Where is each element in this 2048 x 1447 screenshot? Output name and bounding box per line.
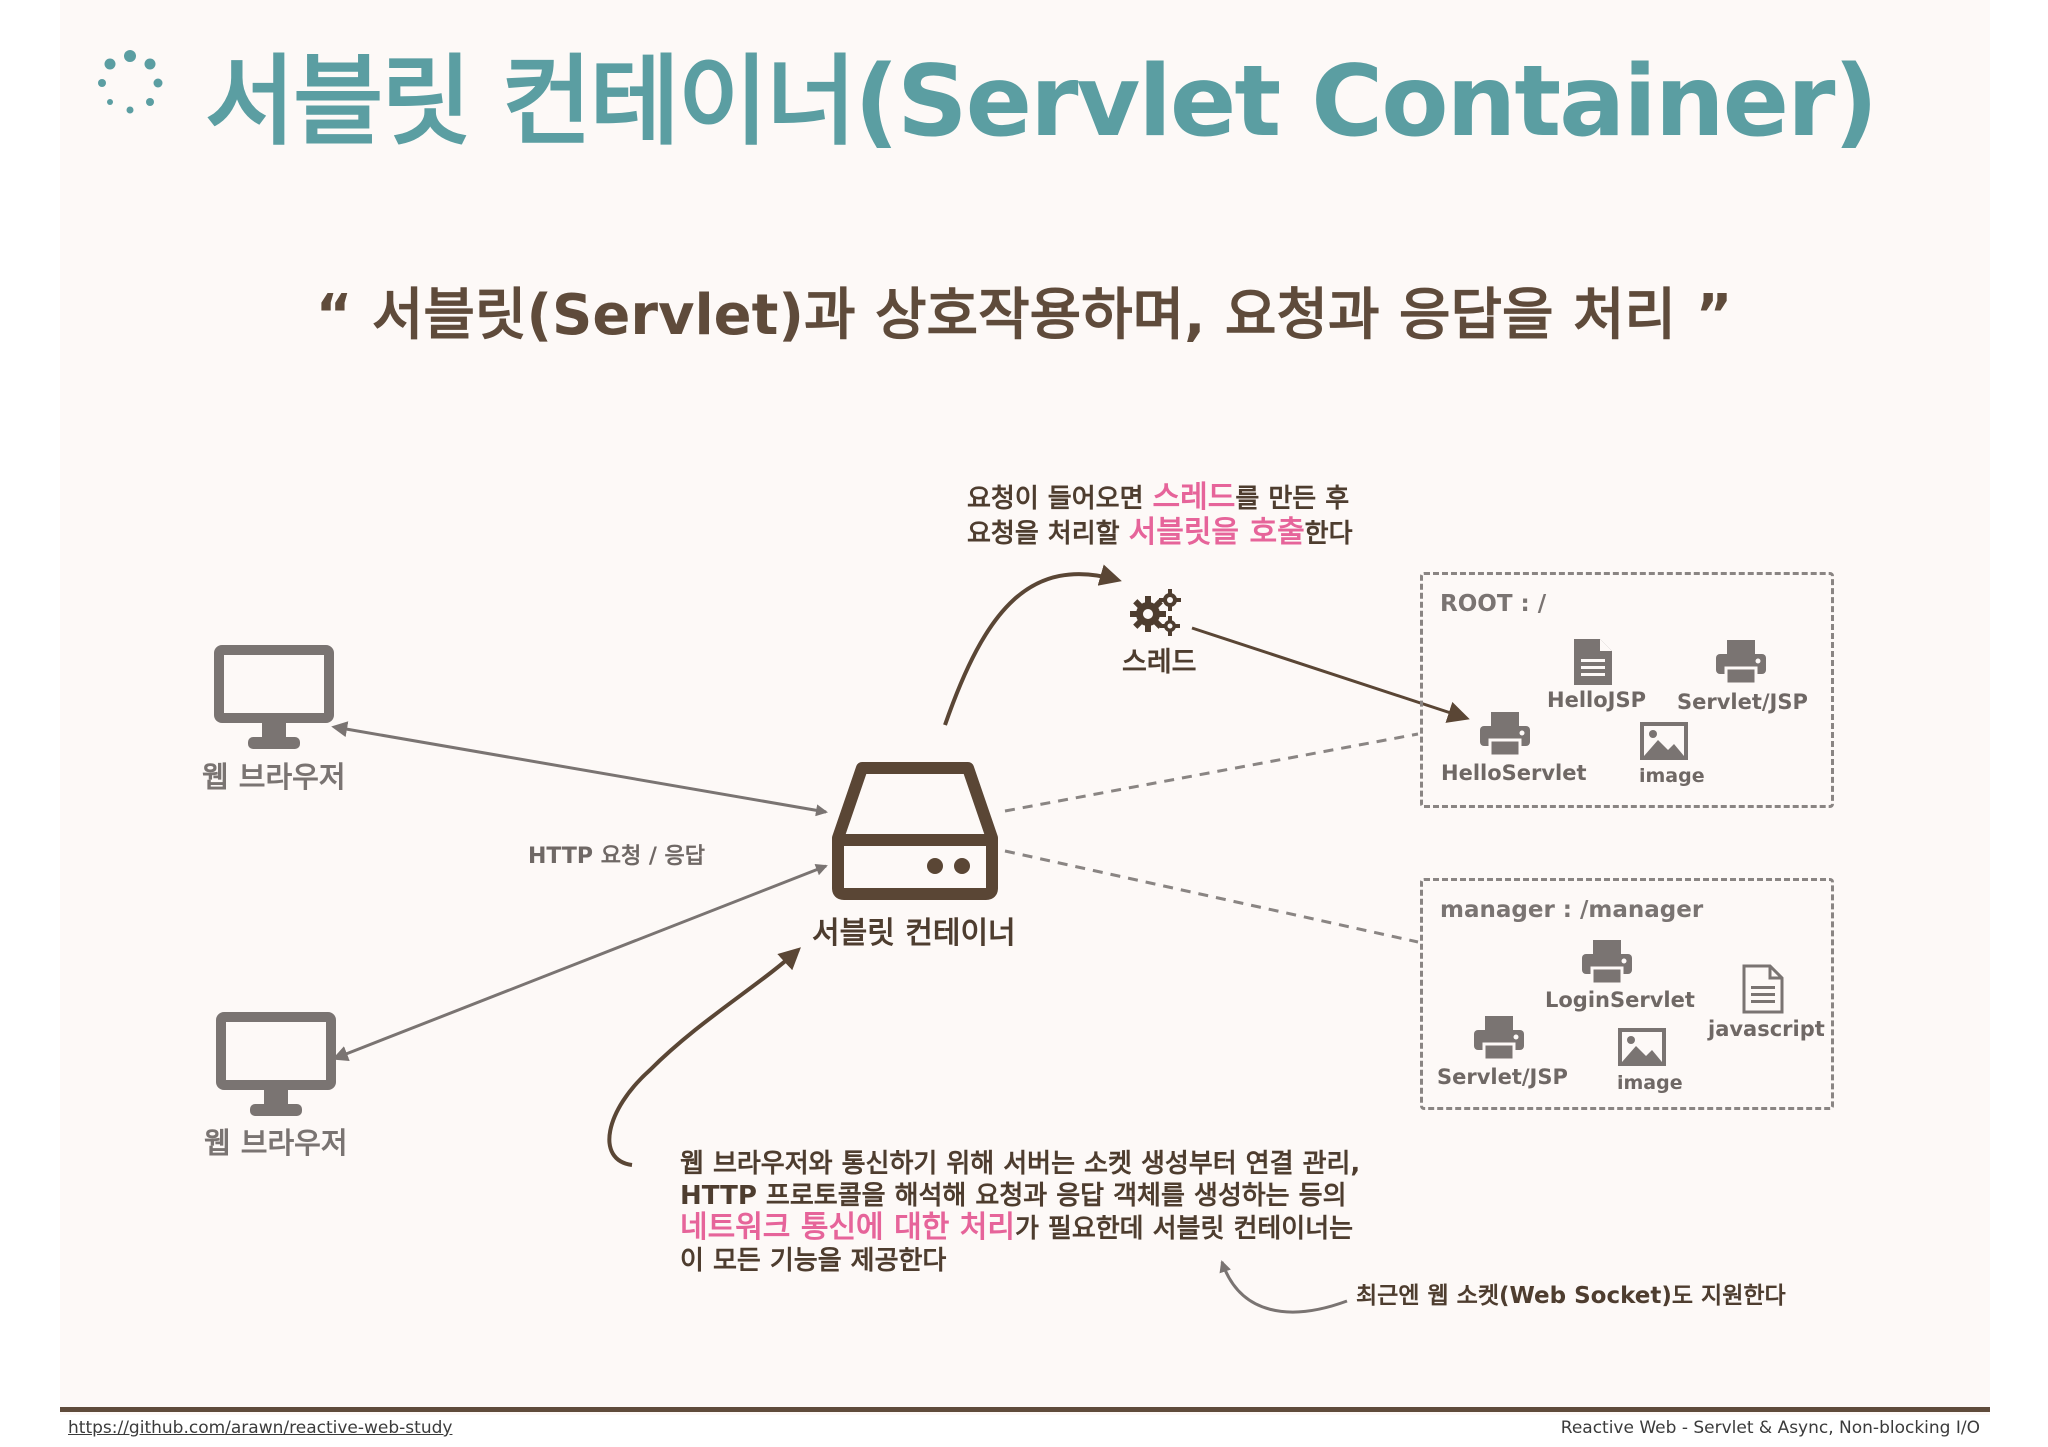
- document-icon: [1574, 639, 1612, 685]
- http-label: HTTP 요청 / 응답: [528, 844, 706, 869]
- manager-item-javascript: javascript: [1708, 1017, 1825, 1041]
- dots-circle-icon: [98, 50, 163, 114]
- image-icon: [1618, 1028, 1666, 1066]
- document-icon: [1742, 964, 1784, 1014]
- quote-text: “ 서블릿(Servlet)과 상호작용하며, 요청과 응답을 처리 ”: [315, 283, 1733, 348]
- manager-context-title: manager : /manager: [1440, 897, 1704, 923]
- browser-label-1: 웹 브라우저: [202, 760, 346, 794]
- manager-context-box: [1420, 878, 1834, 1110]
- root-item-helloservlet: HelloServlet: [1441, 761, 1587, 785]
- printer-icon: [1480, 712, 1530, 758]
- dashed-manager: [1004, 849, 1419, 944]
- websocket-note: 최근엔 웹 소켓(Web Socket)도 지원한다: [1356, 1283, 1786, 1309]
- monitor-icon: [214, 645, 334, 749]
- gears-icon: [1130, 589, 1181, 636]
- manager-item-loginservlet: LoginServlet: [1545, 988, 1695, 1012]
- root-context-title: ROOT : /: [1440, 591, 1547, 617]
- dashed-root: [1004, 732, 1419, 813]
- printer-icon: [1716, 640, 1766, 686]
- root-item-servlet-jsp: Servlet/JSP: [1677, 690, 1808, 714]
- footer-divider: [60, 1407, 1990, 1412]
- slide-background: [60, 0, 1990, 1415]
- root-item-image: image: [1639, 765, 1705, 787]
- root-context-box: [1420, 572, 1834, 808]
- manager-item-servlet-jsp: Servlet/JSP: [1437, 1065, 1568, 1089]
- browser-label-2: 웹 브라우저: [204, 1126, 348, 1160]
- network-note: 웹 브라우저와 통신하기 위해 서버는 소켓 생성부터 연결 관리, HTTP …: [680, 1149, 1361, 1276]
- container-label: 서블릿 컨테이너: [812, 916, 1016, 951]
- server-icon: [832, 762, 998, 900]
- root-item-hellojsp: HelloJSP: [1547, 688, 1646, 712]
- http-arrow-2: [332, 864, 828, 1062]
- page-title: 서블릿 컨테이너(Servlet Container): [205, 45, 1878, 159]
- monitor-icon: [216, 1012, 336, 1116]
- network-arrow: [607, 947, 801, 1167]
- printer-icon: [1474, 1016, 1524, 1062]
- thread-label: 스레드: [1122, 647, 1197, 678]
- thread-note: 요청이 들어오면 스레드를 만든 후 요청을 처리할 서블릿을 호출한다: [967, 480, 1353, 550]
- http-arrow-1: [331, 721, 828, 817]
- printer-icon: [1582, 940, 1632, 986]
- thread-arrow: [943, 564, 1122, 726]
- footer-link[interactable]: https://github.com/arawn/reactive-web-st…: [68, 1418, 453, 1438]
- image-icon: [1640, 722, 1688, 760]
- footer-caption: Reactive Web - Servlet & Async, Non-bloc…: [1560, 1418, 1980, 1438]
- websocket-arrow: [1219, 1260, 1348, 1314]
- manager-item-image: image: [1617, 1072, 1683, 1094]
